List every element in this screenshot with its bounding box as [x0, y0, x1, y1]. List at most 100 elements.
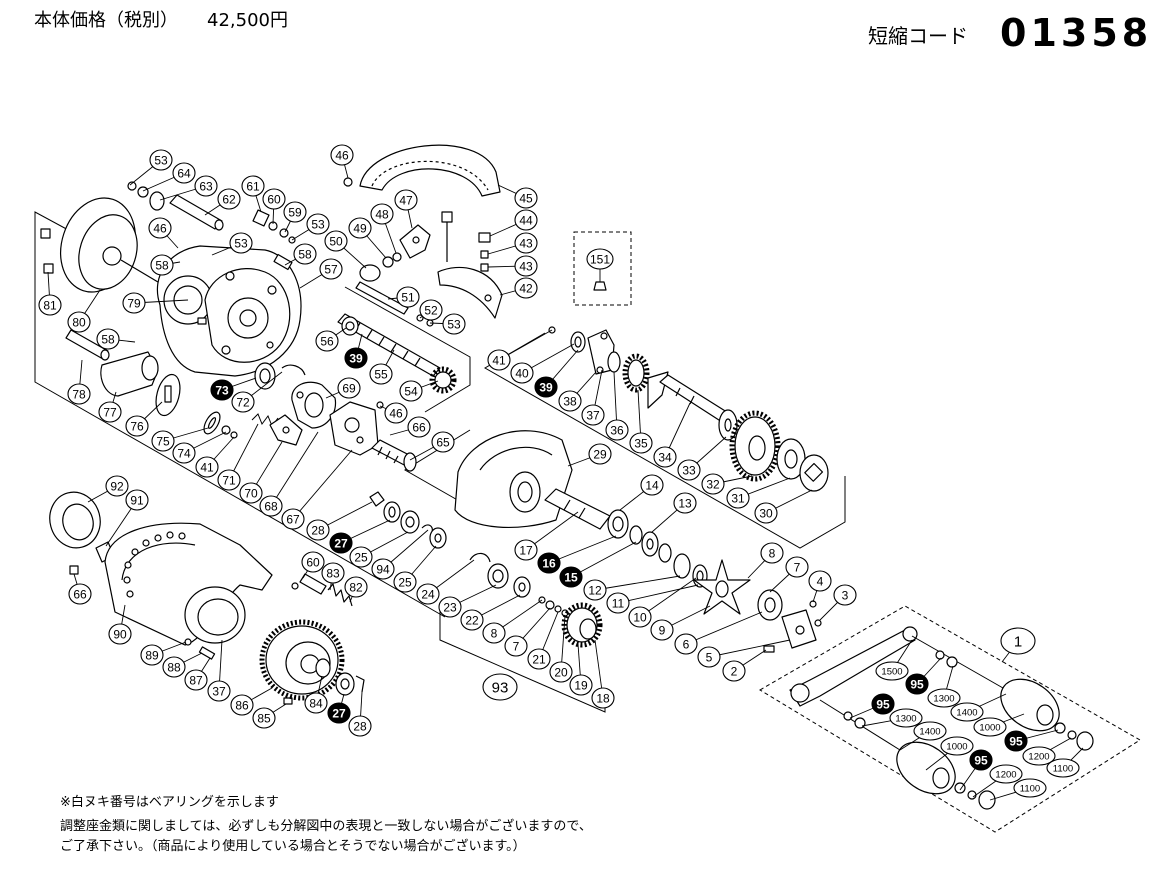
callout-oval	[281, 508, 305, 530]
part-outline	[911, 635, 1011, 693]
callout-number: 62	[222, 192, 236, 206]
callout-77: 77	[98, 391, 122, 423]
part-outline	[659, 374, 731, 423]
part-outline	[296, 391, 304, 399]
callout-oval	[927, 688, 961, 708]
callout-50: 50	[324, 230, 367, 269]
callout-number: 25	[398, 575, 412, 589]
callout-52: 52	[419, 299, 443, 321]
callout-67: 67	[281, 449, 353, 530]
callout-oval	[149, 149, 173, 171]
leader-line	[685, 611, 763, 645]
callout-oval	[989, 764, 1023, 784]
callout-number: 63	[199, 179, 213, 193]
part-outline	[131, 548, 139, 556]
callout-84: 84	[304, 675, 328, 714]
leader-line	[639, 577, 697, 618]
callout-number: 40	[515, 366, 529, 380]
plate-88	[184, 586, 246, 644]
callout-151: 151	[586, 248, 614, 282]
callout-7: 7	[769, 556, 809, 593]
callout-oval	[606, 592, 630, 614]
callout-oval	[674, 633, 698, 655]
callout-number: 86	[235, 698, 249, 712]
callout-oval	[514, 187, 538, 209]
callout-13: 13	[651, 492, 697, 533]
callout-number: 72	[236, 395, 250, 409]
callout-number: 83	[326, 566, 340, 580]
part-outline	[359, 144, 501, 197]
callout-number: 78	[72, 387, 86, 401]
shim-note-line1: 調整座金類に関しましては、必ずしも分解図中の表現と一致しない場合がございますので…	[60, 819, 592, 834]
callout-80: 80	[67, 289, 101, 333]
callout-76: 76	[125, 401, 163, 437]
callout-number: 69	[342, 381, 356, 395]
callout-51: 51	[387, 286, 420, 308]
callout-37: 37	[581, 369, 605, 426]
callout-number: 15	[564, 570, 578, 584]
callout-number: 64	[177, 166, 191, 180]
callout-oval	[369, 363, 393, 385]
callout-number: 65	[436, 435, 450, 449]
part-outline	[34, 211, 446, 618]
callout-46: 46	[148, 217, 179, 249]
callout-number: 68	[264, 499, 278, 513]
callout-number: 95	[910, 677, 924, 691]
callout-oval	[701, 473, 725, 495]
callout-number: 43	[519, 236, 533, 250]
part-outline	[946, 656, 958, 668]
callout-28: 28	[348, 691, 372, 737]
callout-number: 5	[706, 650, 713, 664]
callout-58: 58	[150, 254, 181, 276]
callout-oval	[605, 419, 629, 441]
callout-33: 33	[677, 436, 727, 481]
callout-oval	[348, 715, 372, 737]
callout-number: 38	[563, 394, 577, 408]
short-code-value: 01358	[1000, 11, 1153, 55]
bearing-callout-oval	[969, 749, 993, 771]
callout-number: 35	[634, 436, 648, 450]
callout-number: 7	[794, 560, 801, 574]
part-outline	[197, 598, 239, 636]
callout-oval	[370, 203, 394, 225]
callout-number: 82	[349, 580, 363, 594]
part-outline	[124, 561, 132, 569]
callout-66: 66	[389, 416, 431, 438]
plate-76	[155, 373, 181, 417]
callout-oval	[482, 673, 518, 701]
callout-oval	[252, 707, 276, 729]
shaft-34	[647, 371, 731, 423]
callout-19: 19	[569, 643, 593, 696]
bearing-40-39	[548, 326, 586, 353]
part-outline	[390, 343, 397, 353]
leader-line	[548, 535, 617, 564]
nut-6	[757, 589, 783, 621]
callout-oval	[301, 551, 325, 573]
part-outline	[612, 516, 624, 532]
part-outline	[259, 619, 345, 701]
callout-oval	[207, 680, 231, 702]
part-outline	[715, 580, 729, 598]
part-outline	[593, 281, 607, 291]
part-outline	[804, 462, 824, 482]
callout-number: 32	[706, 477, 720, 491]
part-outline	[658, 543, 672, 563]
callout-oval	[460, 609, 484, 631]
part-outline	[164, 385, 172, 403]
callout-oval	[586, 248, 614, 270]
callout-oval	[416, 583, 440, 605]
callout-oval	[259, 495, 283, 517]
callout-number: 21	[532, 652, 546, 666]
part-outline	[40, 228, 51, 239]
part-outline	[967, 790, 977, 800]
callout-number: 53	[311, 217, 325, 231]
callout-number: 33	[682, 463, 696, 477]
cast-control-knob-18	[561, 602, 603, 648]
callout-oval	[304, 692, 328, 714]
callout-oval	[150, 254, 174, 276]
part-outline	[763, 645, 775, 653]
part-outline	[281, 364, 306, 376]
callout-oval	[241, 175, 265, 197]
bearing-callout-oval	[329, 532, 353, 554]
part-outline	[724, 418, 732, 432]
